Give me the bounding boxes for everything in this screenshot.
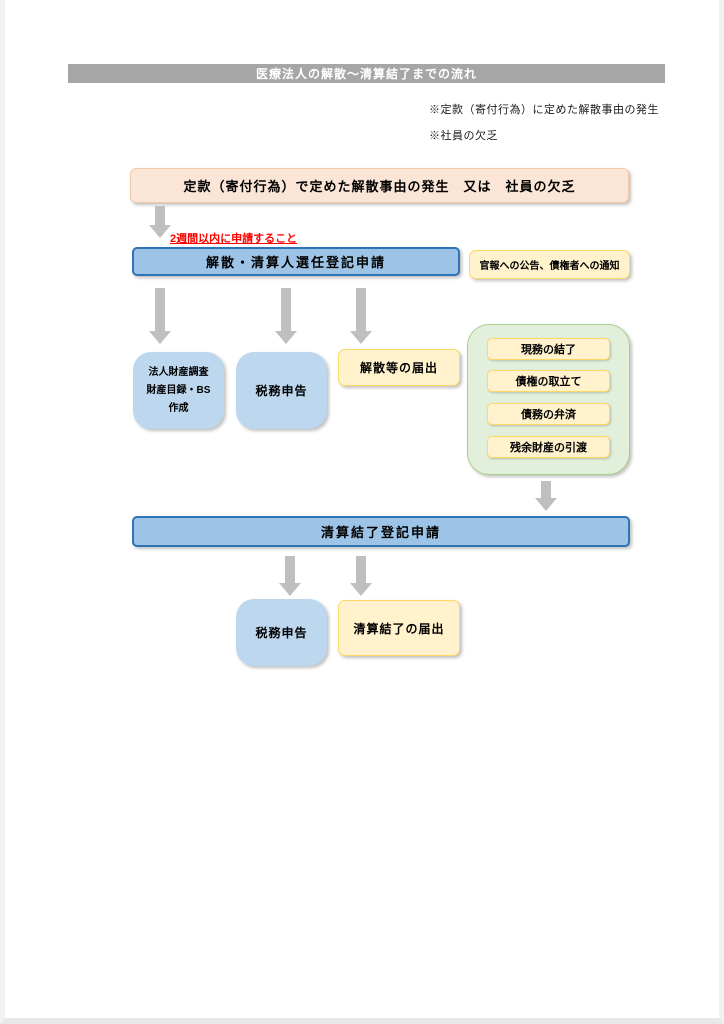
arrow-to-final-tax-return	[279, 556, 301, 596]
arrow-shaft	[541, 481, 551, 499]
asset-survey-line: 財産目録・BS	[146, 384, 211, 396]
liquidation-task: 債権の取立て	[487, 370, 610, 392]
arrow-shaft	[155, 206, 165, 226]
arrow-to-tax-return	[275, 288, 297, 344]
arrow-shaft	[285, 556, 295, 584]
liquidation-tasks-panel: 現務の結了 債権の取立て 債務の弁済 残余財産の引渡	[467, 324, 630, 475]
arrow-head-icon	[275, 331, 297, 344]
liquidation-task: 債務の弁済	[487, 403, 610, 425]
arrow-head-icon	[279, 583, 301, 596]
tax-return-box: 税務申告	[236, 352, 327, 429]
asset-survey-box: 法人財産調査 財産目録・BS 作成	[133, 352, 224, 429]
arrow-shaft	[356, 288, 366, 332]
note-member-shortage: ※社員の欠乏	[429, 130, 498, 142]
completion-filing-box: 清算結了の届出	[338, 600, 460, 656]
asset-survey-line: 作成	[168, 402, 189, 414]
liquidation-task: 現務の結了	[487, 338, 610, 360]
dissolution-registration-box: 解散・清算人選任登記申請	[132, 247, 460, 276]
deadline-note: 2週間以内に申請すること	[170, 233, 298, 245]
completion-registration-box: 清算結了登記申請	[132, 516, 630, 547]
arrow-liquidation-to-completion	[535, 481, 557, 511]
arrow-head-icon	[350, 331, 372, 344]
arrow-to-asset-survey	[149, 288, 171, 344]
start-condition-box: 定款（寄付行為）で定めた解散事由の発生 又は 社員の欠乏	[130, 168, 629, 203]
page-title: 医療法人の解散～清算結了までの流れ	[68, 64, 665, 83]
tax-return-final-box: 税務申告	[236, 599, 327, 666]
note-dissolution-cause: ※定款（寄付行為）に定めた解散事由の発生	[429, 104, 659, 116]
arrow-start-to-registration	[149, 206, 171, 238]
arrow-head-icon	[149, 331, 171, 344]
liquidation-task: 残余財産の引渡	[487, 436, 610, 458]
arrow-head-icon	[350, 583, 372, 596]
arrow-to-completion-filing	[350, 556, 372, 596]
arrow-shaft	[281, 288, 291, 332]
public-notice-box: 官報への公告、債権者への通知	[469, 250, 630, 279]
arrow-head-icon	[535, 498, 557, 511]
dissolution-filing-box: 解散等の届出	[338, 349, 460, 386]
asset-survey-line: 法人財産調査	[148, 366, 209, 378]
arrow-shaft	[356, 556, 366, 584]
arrow-head-icon	[149, 225, 171, 238]
arrow-to-dissolution-filing	[350, 288, 372, 344]
arrow-shaft	[155, 288, 165, 332]
